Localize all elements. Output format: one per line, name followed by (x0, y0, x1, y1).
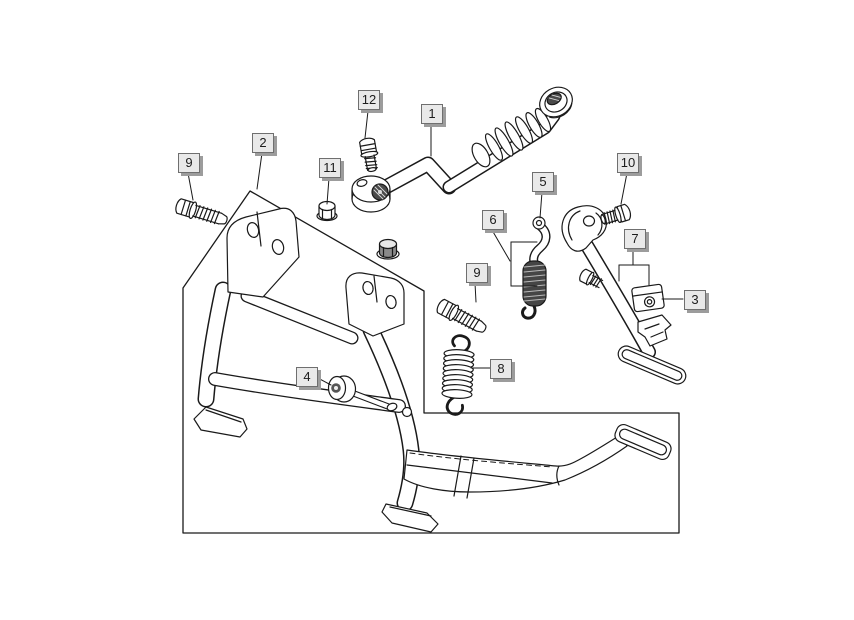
bolt-10-drawing (600, 203, 632, 226)
callout-7[interactable]: 7 (624, 229, 646, 249)
large-spring-drawing (441, 334, 475, 416)
callout-5[interactable]: 5 (532, 172, 554, 192)
small-spring-drawing (521, 260, 547, 320)
nut-11-drawing (316, 200, 338, 222)
callout-9a[interactable]: 9 (178, 153, 200, 173)
leader-line-6 (491, 229, 511, 262)
bolt-9-left-drawing (173, 196, 230, 230)
leader-line-10 (620, 172, 628, 205)
callout-2[interactable]: 2 (252, 133, 274, 153)
hook-link-drawing (529, 216, 551, 270)
leader-line-2 (256, 152, 263, 190)
leader-line-9 (474, 282, 477, 303)
leader-lines (187, 110, 684, 386)
callout-8[interactable]: 8 (490, 359, 512, 379)
stand-lever-drawing (351, 86, 573, 213)
leader-line-12 (364, 110, 369, 139)
callout-4[interactable]: 4 (296, 367, 318, 387)
rubber-buffer-drawing (631, 283, 665, 313)
callout-11[interactable]: 11 (319, 158, 341, 178)
callout-9b[interactable]: 9 (466, 263, 488, 283)
callout-3[interactable]: 3 (684, 290, 706, 310)
callout-1[interactable]: 1 (421, 104, 443, 124)
side-stand-drawing (561, 205, 687, 385)
leader-line-5 (539, 191, 543, 219)
flange-nut-drawing (376, 238, 400, 260)
step-pedal-drawing (614, 423, 672, 461)
leader-line-11 (326, 177, 330, 205)
leader-line-9 (187, 172, 194, 201)
leader-line-4 (315, 376, 332, 386)
drawing-frame-border (182, 190, 680, 534)
callout-10[interactable]: 10 (617, 153, 639, 173)
bolt-9-middle-drawing (434, 296, 490, 338)
callout-6[interactable]: 6 (482, 210, 504, 230)
center-stand-drawing (193, 207, 672, 533)
roller-drawing (327, 375, 398, 412)
bolt-12-drawing (359, 137, 379, 173)
callout-12[interactable]: 12 (358, 90, 380, 110)
